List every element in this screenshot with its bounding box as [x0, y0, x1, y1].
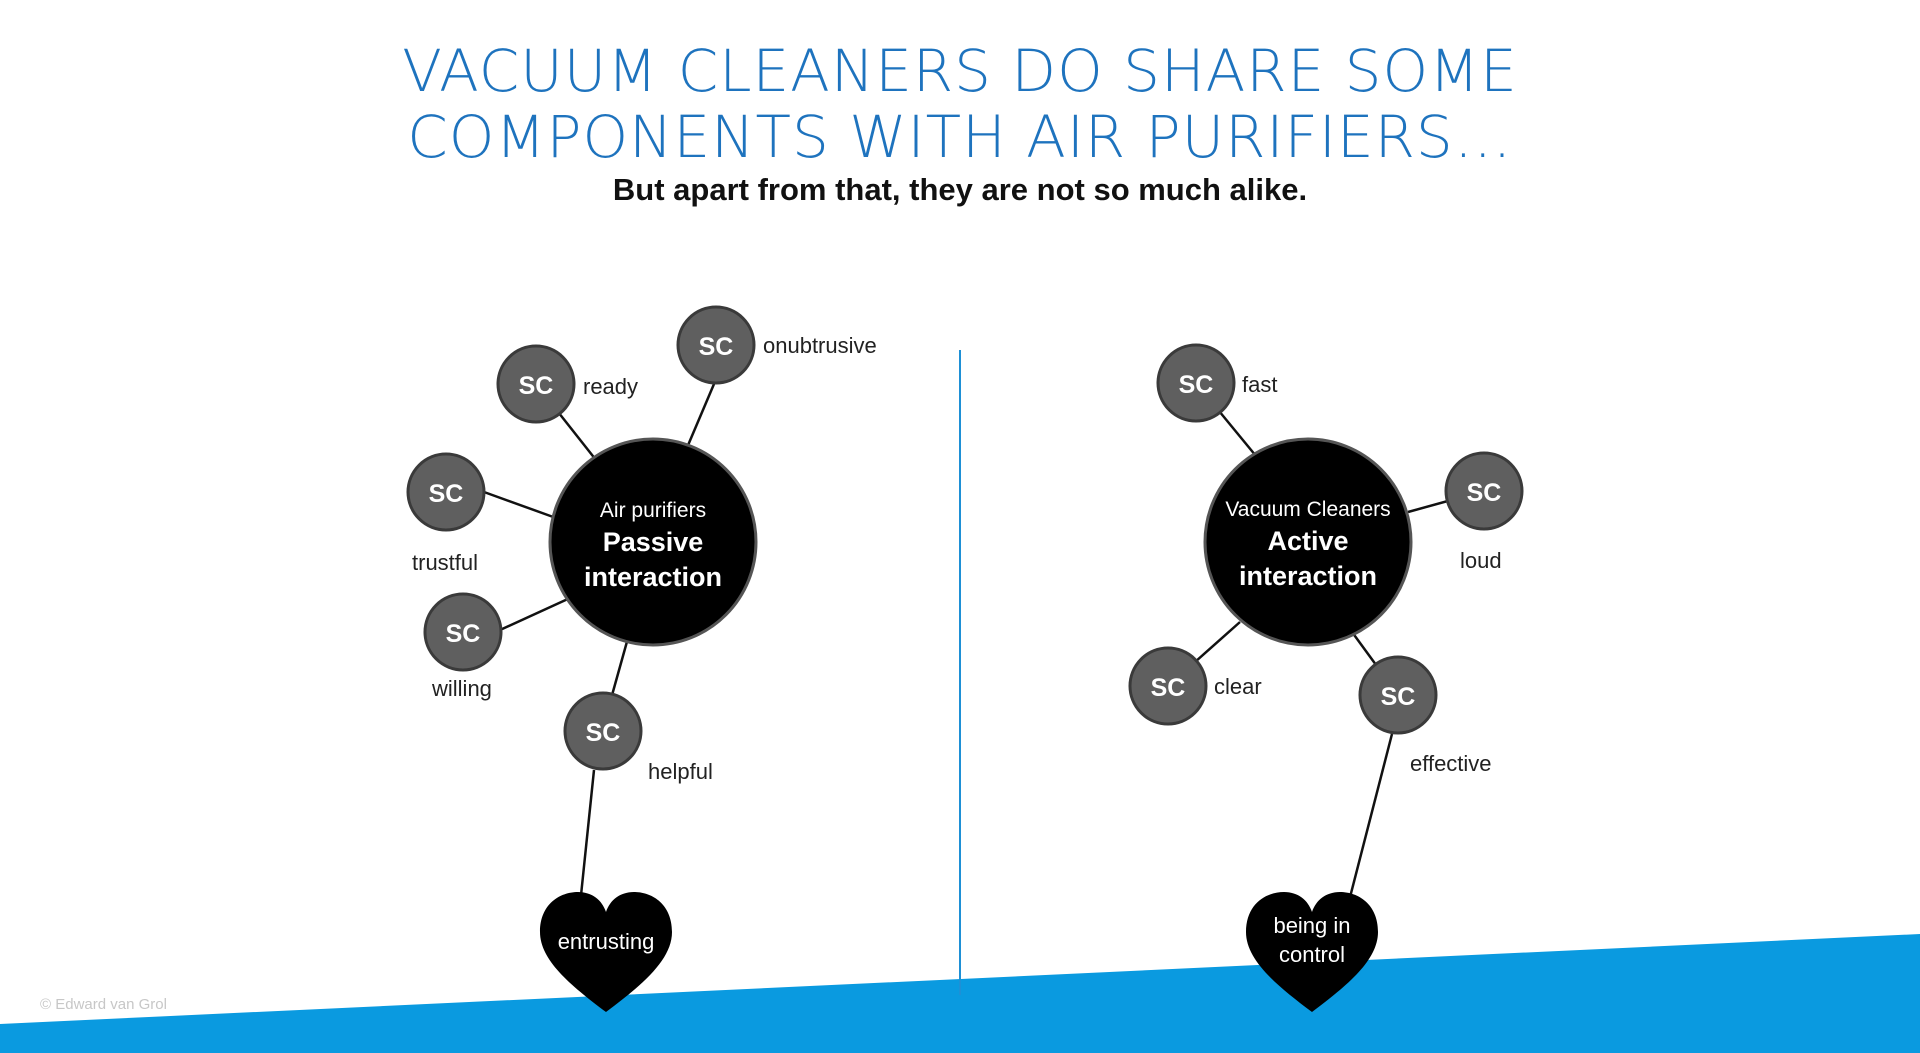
- connector-willing: [499, 596, 571, 632]
- hub-mode: Passive: [603, 527, 704, 557]
- heart-label-line1: being in: [1273, 913, 1350, 938]
- hub-vacuum-cleaners: [1203, 437, 1413, 647]
- connector-heart-right: [1346, 733, 1394, 906]
- hub-title: Air purifiers: [600, 499, 706, 522]
- sc-node-text: SC: [1179, 371, 1214, 399]
- sc-node-text: SC: [1467, 479, 1502, 507]
- label-fast: fast: [1242, 372, 1277, 397]
- hub-title: Vacuum Cleaners: [1225, 498, 1390, 521]
- sc-node-text: SC: [1381, 683, 1416, 711]
- sc-node-text: SC: [519, 372, 554, 400]
- label-willing: willing: [431, 676, 492, 701]
- vacuum-cleaners-diagram: Vacuum Cleaners Active interaction SC fa…: [1128, 343, 1524, 1012]
- sc-node-text: SC: [446, 620, 481, 648]
- label-trustful: trustful: [412, 550, 478, 575]
- sc-node-ready: SC: [496, 344, 576, 424]
- hub-mode: Active: [1267, 526, 1348, 556]
- sc-node-text: SC: [586, 719, 621, 747]
- sc-node-trustful: SC: [406, 452, 486, 532]
- label-ready: ready: [583, 374, 638, 399]
- heart-label-line1: entrusting: [558, 929, 655, 954]
- label-effective: effective: [1410, 751, 1492, 776]
- sc-node-text: SC: [1151, 674, 1186, 702]
- hub-interaction: interaction: [1239, 561, 1377, 591]
- page-title-line2: COMPONENTS WITH AIR PURIFIERS…: [407, 103, 1513, 171]
- label-helpful: helpful: [648, 759, 713, 784]
- page-subtitle: But apart from that, they are not so muc…: [612, 172, 1308, 207]
- air-purifiers-diagram: Air purifiers Passive interaction SC rea…: [406, 305, 877, 1012]
- connector-onubtrusive: [684, 383, 716, 451]
- sc-node-clear: SC: [1128, 646, 1208, 726]
- heart-label-line2: control: [1279, 942, 1345, 967]
- sc-node-loud: SC: [1444, 451, 1524, 531]
- copyright-notice: © Edward van Grol: [40, 996, 167, 1013]
- heart-icon: [1246, 892, 1378, 1012]
- label-onubtrusive: onubtrusive: [763, 333, 877, 358]
- sc-node-effective: SC: [1358, 655, 1438, 735]
- connector-heart-left: [578, 769, 596, 906]
- sc-node-fast: SC: [1156, 343, 1236, 423]
- sc-node-onubtrusive: SC: [676, 305, 756, 385]
- sc-node-willing: SC: [423, 592, 503, 672]
- sc-node-helpful: SC: [563, 691, 643, 771]
- heart-icon: [540, 892, 672, 1012]
- label-loud: loud: [1460, 548, 1502, 573]
- page-title-line1: VACUUM CLEANERS DO SHARE SOME: [402, 37, 1518, 105]
- sc-node-text: SC: [699, 333, 734, 361]
- hub-interaction: interaction: [584, 562, 722, 592]
- label-clear: clear: [1214, 674, 1262, 699]
- sc-node-text: SC: [429, 480, 464, 508]
- connector-trustful: [483, 490, 557, 520]
- hub-air-purifiers: [548, 437, 758, 647]
